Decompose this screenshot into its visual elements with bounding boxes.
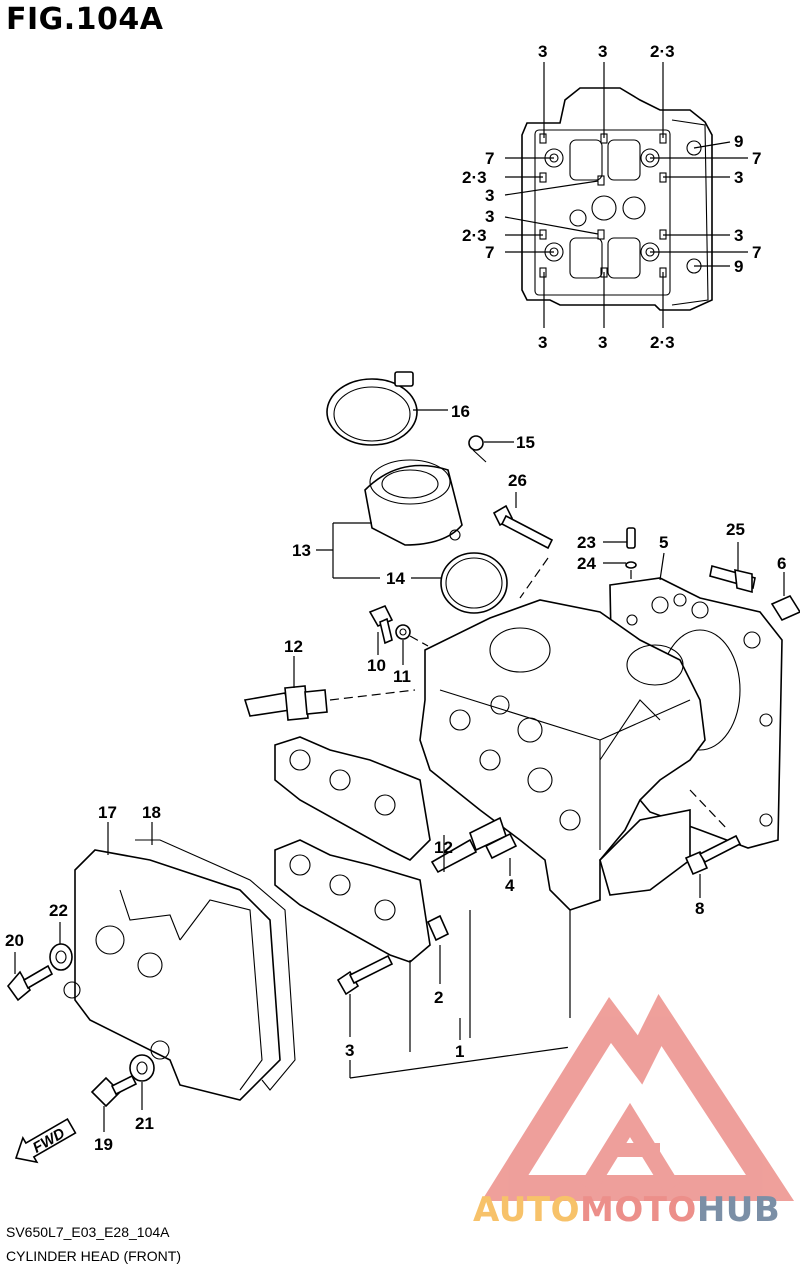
callout-25: 25 bbox=[726, 520, 745, 539]
part-17-head-cover bbox=[63, 822, 281, 1101]
cylinder-head-top-view bbox=[521, 87, 713, 311]
part-4 bbox=[484, 832, 518, 876]
part-18-cover-gasket bbox=[135, 822, 296, 1091]
section-name: CYLINDER HEAD (FRONT) bbox=[6, 1248, 182, 1264]
part-12-spark-plug bbox=[243, 656, 416, 721]
callout-8: 8 bbox=[695, 899, 704, 918]
callout-3: 3 bbox=[485, 186, 494, 205]
part-12-spark-plug-2 bbox=[430, 816, 507, 874]
callout-3: 3 bbox=[598, 42, 607, 61]
part-13-intake-pipe bbox=[364, 459, 463, 546]
callout-5: 5 bbox=[659, 533, 668, 552]
callout-19: 19 bbox=[94, 1135, 113, 1154]
callout-26: 26 bbox=[508, 471, 527, 490]
callout-18: 18 bbox=[142, 803, 161, 822]
parts-19-21 bbox=[90, 1054, 155, 1132]
brand-watermark: AUTOMOTOHUB bbox=[473, 1190, 780, 1230]
part-26-bolt bbox=[492, 492, 554, 599]
callout-3: 3 bbox=[538, 42, 547, 61]
callout-2: 2 bbox=[434, 988, 443, 1007]
callout-17: 17 bbox=[98, 803, 117, 822]
callout-4: 4 bbox=[505, 876, 515, 895]
part-15-screw bbox=[468, 435, 514, 463]
callout-21: 21 bbox=[135, 1114, 154, 1133]
fwd-arrow: FWD bbox=[14, 1117, 77, 1164]
callout-13: 13 bbox=[292, 541, 311, 560]
figure-title: FIG.104A bbox=[6, 2, 164, 37]
callout-12: 12 bbox=[434, 838, 453, 857]
part-25-bolt bbox=[709, 542, 756, 594]
model-code: SV650L7_E03_E28_104A bbox=[6, 1224, 170, 1240]
callout-22: 22 bbox=[49, 901, 68, 920]
brand-auto: AUTO bbox=[473, 1190, 580, 1230]
exploded-callouts: 16 15 26 13 14 23 24 5 25 6 12 10 11 12 … bbox=[5, 402, 786, 1154]
callout-3: 3 bbox=[538, 333, 547, 352]
leaders-13-14 bbox=[316, 522, 442, 579]
callout-24: 24 bbox=[577, 554, 596, 573]
part-1-cylinder-head bbox=[419, 599, 706, 911]
callout-2-3: 2·3 bbox=[650, 333, 675, 352]
callout-14: 14 bbox=[386, 569, 405, 588]
top-view-leaders bbox=[504, 62, 748, 328]
part-6-dowel bbox=[770, 572, 800, 622]
callout-23: 23 bbox=[577, 533, 596, 552]
callout-7: 7 bbox=[752, 149, 761, 168]
callout-7: 7 bbox=[752, 243, 761, 262]
part-8-bolt bbox=[684, 789, 742, 898]
callout-15: 15 bbox=[516, 433, 535, 452]
callout-9: 9 bbox=[734, 257, 743, 276]
callout-9: 9 bbox=[734, 132, 743, 151]
callout-3: 3 bbox=[598, 333, 607, 352]
callout-1: 1 bbox=[455, 1042, 464, 1061]
callout-20: 20 bbox=[5, 931, 24, 950]
callout-12: 12 bbox=[284, 637, 303, 656]
brand-hub: HUB bbox=[696, 1190, 781, 1230]
parts-20-22 bbox=[6, 922, 73, 1002]
callout-6: 6 bbox=[777, 554, 786, 573]
callout-10: 10 bbox=[367, 656, 386, 675]
leaders-1 bbox=[349, 910, 571, 1079]
callout-3: 3 bbox=[345, 1041, 354, 1060]
camshaft-holders bbox=[274, 736, 431, 963]
callout-2-3: 2·3 bbox=[462, 168, 487, 187]
callout-3: 3 bbox=[734, 226, 743, 245]
callout-2-3: 2·3 bbox=[462, 226, 487, 245]
top-view-callouts: 3 3 2·3 9 7 7 2·3 3 3 3 2·3 3 7 7 9 3 3 … bbox=[462, 42, 761, 352]
callout-11: 11 bbox=[393, 667, 411, 686]
part-2-dowel bbox=[426, 914, 450, 984]
part-3-bolt bbox=[336, 954, 394, 1037]
brand-moto: MOTO bbox=[579, 1190, 697, 1230]
callout-16: 16 bbox=[451, 402, 470, 421]
callout-7: 7 bbox=[485, 243, 494, 262]
callout-3: 3 bbox=[734, 168, 743, 187]
part-14-o-ring bbox=[440, 552, 508, 614]
automotohub-logo bbox=[481, 993, 795, 1201]
part-16-clamp bbox=[326, 371, 448, 446]
parts-10-11 bbox=[368, 604, 429, 665]
callout-3: 3 bbox=[485, 207, 494, 226]
callout-2-3: 2·3 bbox=[650, 42, 675, 61]
callout-7: 7 bbox=[485, 149, 494, 168]
